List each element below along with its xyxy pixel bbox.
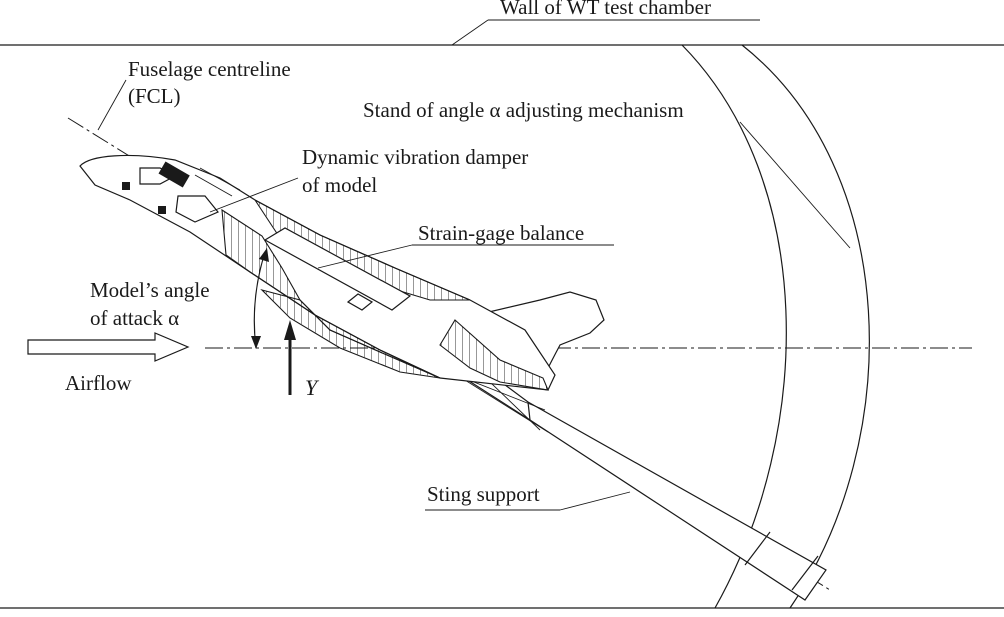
aoa-arrow-bottom: [251, 336, 261, 349]
leader-sting: [559, 491, 631, 511]
label-airflow: Airflow: [65, 371, 132, 395]
leader-fcl: [97, 79, 127, 131]
stand-outer-arc: [741, 44, 870, 609]
leader-balance: [317, 244, 413, 269]
leader-wall: [451, 19, 489, 46]
label-damper-line1: Dynamic vibration damper: [302, 145, 528, 169]
aoa-arrow-top: [259, 248, 269, 262]
leader-damper: [209, 177, 299, 213]
balance-element: [346, 293, 374, 311]
strain-gage-balance: [263, 227, 412, 311]
label-balance: Strain-gage balance: [418, 221, 584, 245]
fuselage-hatched-section-lower: [260, 288, 441, 379]
label-fcl-line1: Fuselage centreline: [128, 57, 291, 81]
label-sting: Sting support: [427, 482, 540, 506]
label-damper-line2: of model: [302, 173, 377, 197]
label-force-y: Y: [305, 375, 320, 400]
label-stand: Stand of angle α adjusting mechanism: [363, 98, 684, 122]
label-aoa-line2: of attack α: [90, 306, 179, 330]
label-wall: Wall of WT test chamber: [500, 0, 711, 19]
label-aoa-line1: Model’s angle: [90, 278, 210, 302]
force-y-arrow-head: [284, 320, 296, 340]
vibration-damper: [122, 161, 241, 223]
airflow-arrow: [27, 332, 190, 362]
leader-stand: [739, 121, 851, 249]
label-fcl-line2: (FCL): [128, 84, 181, 108]
fuselage-hatched-section-tail: [439, 319, 549, 391]
